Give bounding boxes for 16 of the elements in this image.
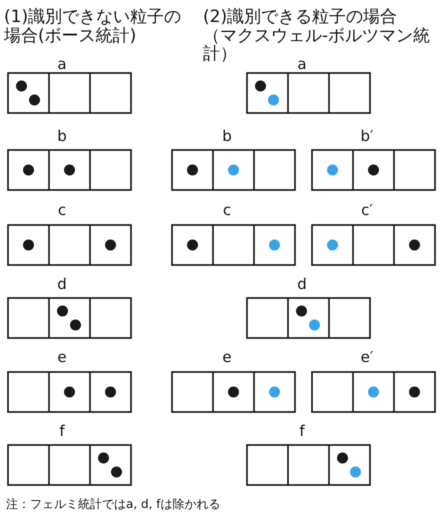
arrangement-letter: e′ bbox=[360, 349, 374, 366]
arrangement-letter: c bbox=[222, 202, 232, 218]
footnote: 注：フェルミ統計ではa, d, fは除かれる bbox=[6, 498, 222, 512]
arrangement-letter: d bbox=[56, 276, 68, 292]
arrangement-letter: f bbox=[298, 423, 306, 440]
arrangement-letter: b bbox=[221, 128, 233, 144]
arrangement-letter: d bbox=[296, 276, 308, 292]
arrangement-letter: a bbox=[56, 56, 68, 72]
arrangement-letter: e bbox=[221, 349, 233, 366]
arrangement-letter: b′ bbox=[360, 128, 374, 144]
arrangement-letter: b bbox=[56, 128, 68, 144]
arrangement-letter: c′ bbox=[360, 202, 374, 218]
arrangement-letter: f bbox=[58, 423, 66, 440]
arrangement-letter: c bbox=[56, 202, 68, 218]
column-heading: (1)識別できない粒子の場合(ボース統計) bbox=[4, 8, 182, 46]
arrangement-letter: e bbox=[56, 349, 68, 366]
